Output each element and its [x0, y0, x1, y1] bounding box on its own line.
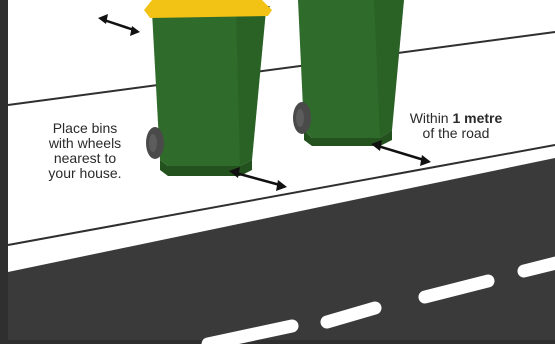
road-dashes: [201, 256, 555, 344]
instruction-line: with wheels: [48, 135, 122, 151]
double-arrow-icon: [98, 14, 140, 36]
double-arrow-icon: [229, 167, 287, 191]
instruction-line: nearest to: [53, 150, 117, 166]
bottom-frame: [0, 340, 555, 344]
wheelie-bin-icon: [144, 0, 272, 176]
double-arrow-icon: [371, 140, 431, 166]
bin-placement-instruction: Place bins with wheels nearest to your h…: [30, 121, 140, 181]
distance-line: Within 1 metre: [396, 111, 516, 126]
distance-suffix: of the road: [422, 125, 490, 141]
left-frame: [0, 0, 8, 344]
road: [8, 158, 555, 340]
distance-prefix: Within: [409, 110, 449, 126]
distance-instruction: Within 1 metre of the road: [396, 111, 516, 141]
property-line: [7, 31, 555, 106]
curb-line: [7, 144, 555, 246]
instruction-line: your house.: [48, 165, 122, 181]
instruction-line: Place bins: [52, 120, 118, 136]
wheelie-bin-icon: [293, 0, 404, 146]
distance-value: 1 metre: [452, 110, 503, 126]
